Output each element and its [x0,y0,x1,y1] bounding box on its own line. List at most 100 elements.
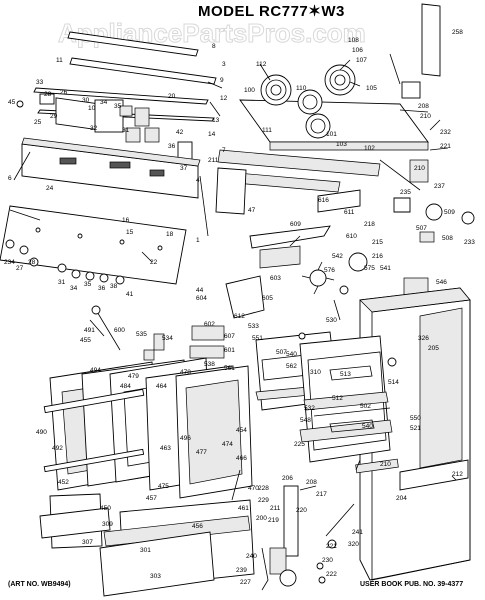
part-label: 301 [140,547,151,554]
part-label: 521 [410,425,421,432]
part-label: 106 [352,47,363,54]
part-label: 535 [136,331,147,338]
right-side-brackets [393,159,475,243]
surface-burner-coils [260,64,356,139]
part-label: 479 [128,373,139,380]
part-label: 110 [296,85,307,92]
part-label: 220 [296,507,307,514]
part-label: 22 [150,259,158,266]
part-label: 9 [220,77,224,84]
part-label: 240 [246,553,257,560]
part-label: 600 [114,327,125,334]
part-label: 607 [224,333,235,340]
backguard-panel [0,205,187,285]
part-label: 227 [240,579,251,586]
part-label: 507 [276,349,287,356]
part-label: 4 [196,177,200,184]
oven-vent-duct [199,167,247,237]
publication-number: USER BOOK PUB. NO. 39-4377 [360,581,463,588]
part-label: 112 [256,61,267,68]
part-label: 215 [372,239,383,246]
part-label: 102 [364,145,375,152]
part-label: 33 [36,79,44,86]
part-label: 508 [442,235,453,242]
part-label: 217 [316,491,327,498]
part-label: 541 [380,265,391,272]
switch-components [16,93,193,169]
part-label: 463 [160,445,171,452]
part-label: 222 [326,571,337,578]
part-label: 575 [364,265,375,272]
part-label: 478 [180,369,191,376]
part-label: 230 [322,557,333,564]
part-label: 221 [326,543,337,550]
part-label: 609 [290,221,301,228]
part-label: 7 [222,147,226,154]
part-label: 454 [236,427,247,434]
oven-cabinet [359,287,471,581]
part-label: 216 [372,253,383,260]
part-label: 450 [100,505,111,512]
main-oven-liner [299,335,393,463]
part-label: 200 [256,515,267,522]
part-label: 47 [248,207,256,214]
part-label: 533 [248,323,259,330]
part-label: 31 [58,279,66,286]
part-label: 457 [146,495,157,502]
part-label: 208 [306,479,317,486]
part-label: 320 [348,541,359,548]
part-label: 210 [420,113,431,120]
part-label: 15 [126,229,134,236]
part-label: 42 [176,129,184,136]
part-label: 212 [452,471,463,478]
part-label: 221 [440,143,451,150]
leader-lines [9,53,457,501]
part-label: 605 [262,295,273,302]
part-label: 514 [388,379,399,386]
part-label: 309 [102,521,113,528]
part-label: 204 [396,495,407,502]
part-label: 241 [352,529,363,536]
part-label: 474 [222,441,233,448]
part-label: 470 [248,485,259,492]
part-label: 218 [364,221,375,228]
part-label: 20 [168,93,176,100]
part-label: 28 [28,259,36,266]
part-label: 604 [196,295,207,302]
part-label: 28 [44,91,52,98]
part-label: 258 [452,29,463,36]
part-label: 550 [410,415,421,422]
oven-door-panels [49,357,253,499]
part-label: 307 [82,539,93,546]
part-label: 229 [258,497,269,504]
top-trim-bars [33,31,217,122]
part-label: 208 [418,103,429,110]
part-label: 610 [346,233,357,240]
part-label: 494 [90,367,101,374]
part-label: 542 [332,253,343,260]
part-label: 29 [50,113,58,120]
lower-hardware [261,485,355,591]
part-label: 38 [110,283,118,290]
part-label: 105 [366,85,377,92]
part-label: 490 [36,429,47,436]
part-label: 225 [294,441,305,448]
part-label: 6 [8,175,12,182]
part-label: 477 [196,449,207,456]
part-label: 540 [362,423,373,430]
part-label: 111 [262,127,272,134]
part-label: 551 [252,335,263,342]
part-label: 228 [258,485,269,492]
part-label: 484 [120,383,131,390]
part-label: 239 [236,567,247,574]
oven-lamps [298,285,397,367]
backsplash-vent [401,3,441,99]
part-label: 35 [114,103,122,110]
part-label: 35 [84,281,92,288]
part-label: 31 [122,127,130,134]
part-label: 475 [158,483,169,490]
part-label: 107 [356,57,367,64]
part-label: 538 [204,361,215,368]
part-label: 211 [208,157,219,164]
